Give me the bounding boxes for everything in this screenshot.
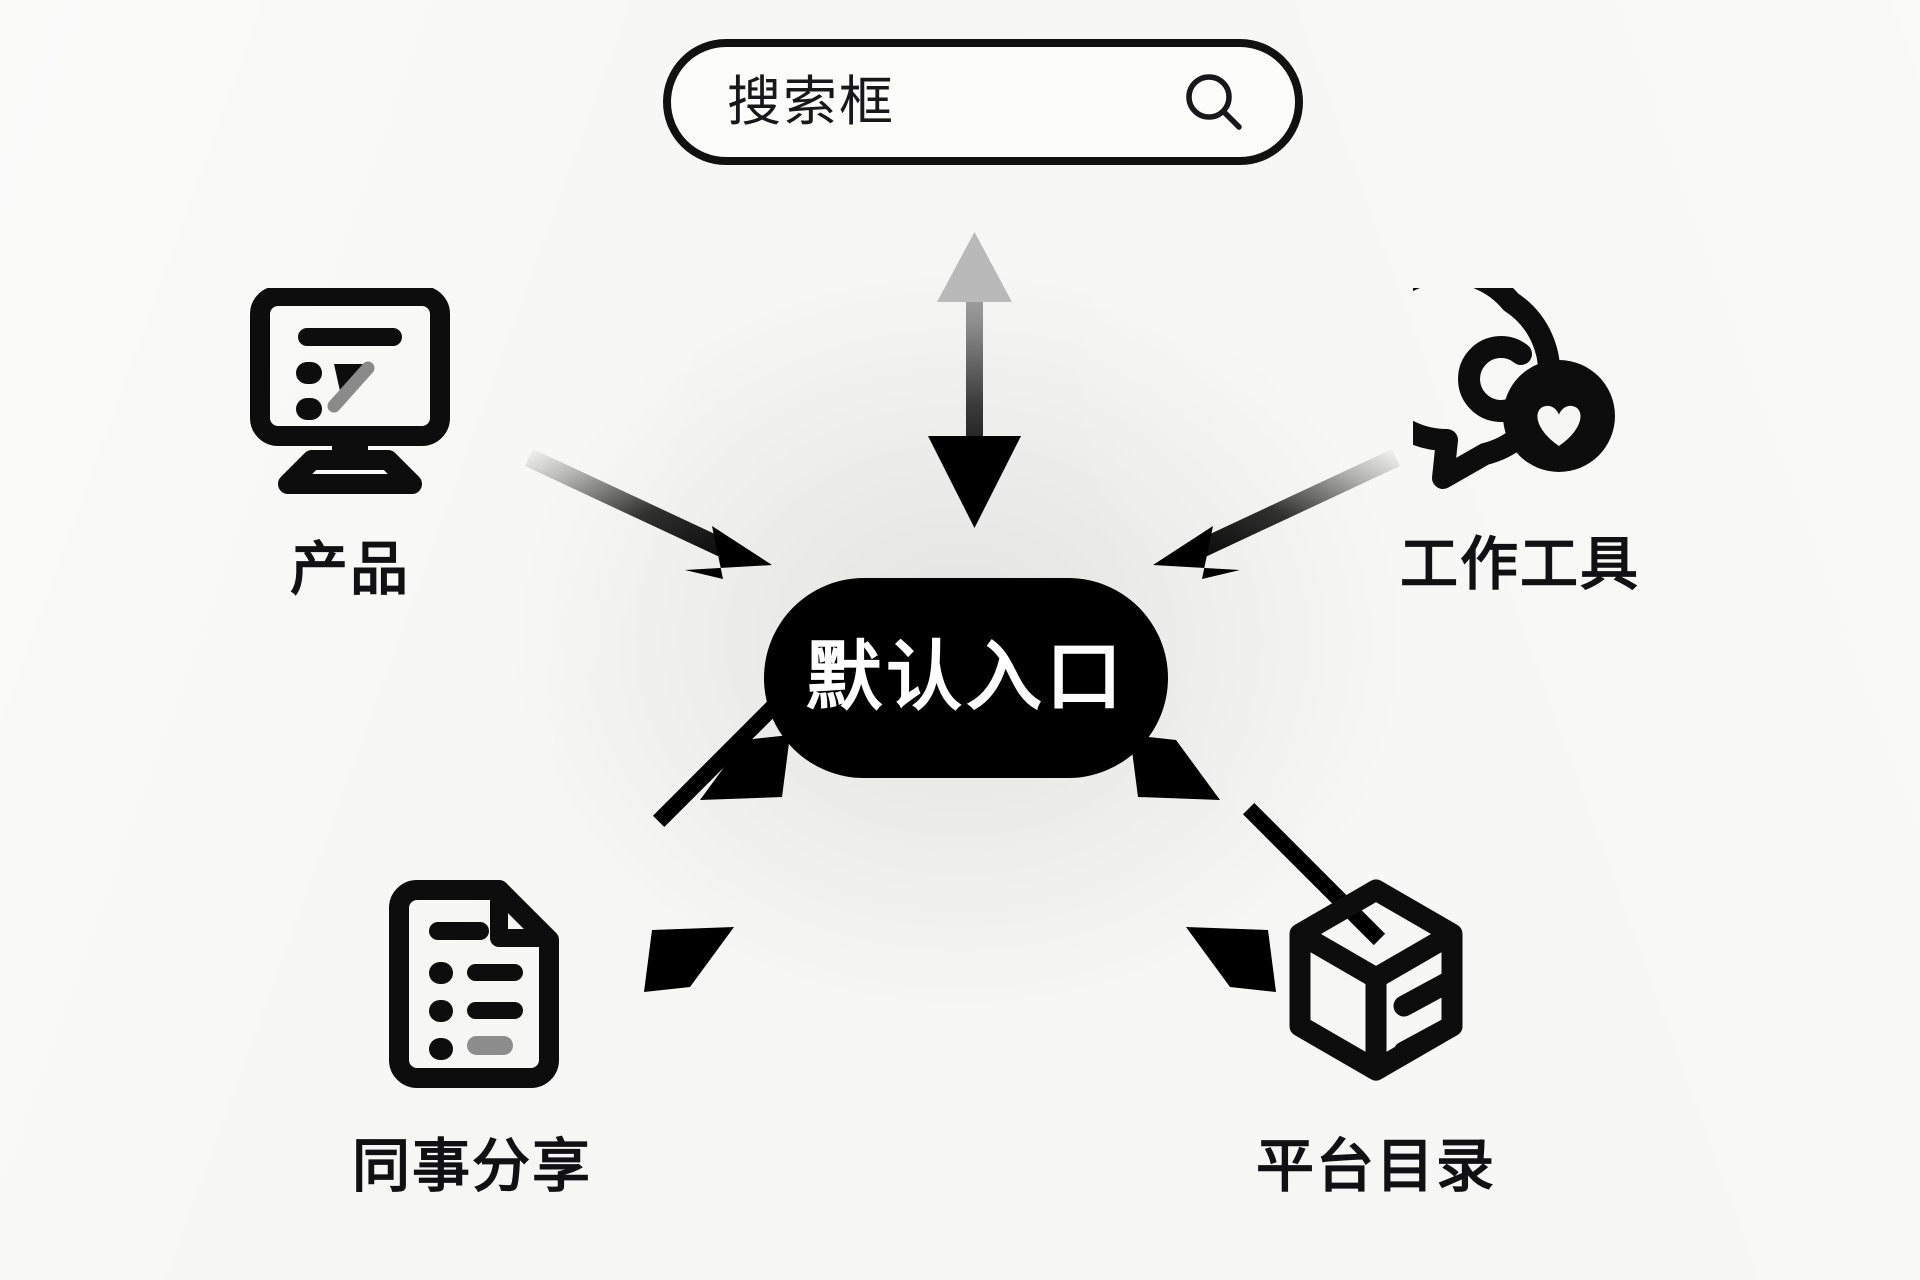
search-input[interactable]: 搜索框 bbox=[727, 72, 895, 132]
default-entry-label: 默认入口 bbox=[806, 635, 1126, 720]
node-colleague[interactable]: 同事分享 bbox=[352, 878, 592, 1196]
chat-bubble-heart-icon bbox=[1351, 261, 1628, 498]
node-catalog-label: 平台目录 bbox=[1256, 1134, 1497, 1199]
search-icon[interactable] bbox=[1179, 67, 1249, 137]
cube-box-icon bbox=[1276, 878, 1476, 1098]
document-list-icon bbox=[375, 878, 570, 1098]
connector-worktools-center bbox=[1153, 449, 1400, 579]
node-worktools-label: 工作工具 bbox=[1400, 532, 1641, 597]
node-catalog[interactable]: 平台目录 bbox=[1256, 878, 1496, 1196]
connector-product-center bbox=[525, 449, 772, 579]
default-entry-node[interactable]: 默认入口 bbox=[764, 578, 1168, 778]
node-worktools[interactable]: 工作工具 bbox=[1351, 261, 1641, 597]
search-box[interactable]: 搜索框 bbox=[663, 39, 1303, 165]
node-product[interactable]: 产品 bbox=[250, 286, 450, 602]
node-colleague-label: 同事分享 bbox=[352, 1134, 593, 1199]
connector-search-center bbox=[928, 232, 1021, 528]
monitor-icon bbox=[250, 286, 450, 503]
connector-center-colleague bbox=[644, 684, 796, 992]
node-product-label: 产品 bbox=[289, 537, 410, 602]
